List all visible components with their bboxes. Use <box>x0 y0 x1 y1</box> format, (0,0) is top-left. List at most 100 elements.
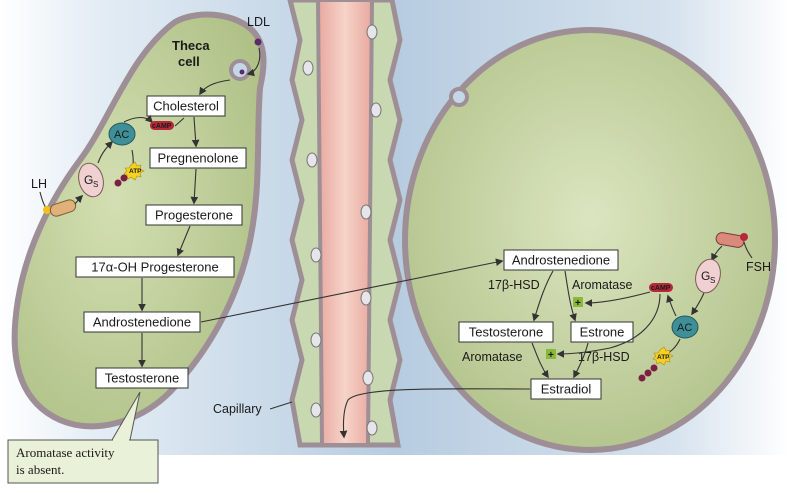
step-cholesterol: Cholesterol <box>146 95 226 117</box>
adenylyl-cyclase-granulosa <box>671 315 699 339</box>
endothelial-nucleus <box>360 290 372 306</box>
camp-to-aromatase-2 <box>556 293 661 358</box>
endothelial-nucleus <box>310 332 322 348</box>
arrow-estrone-estradiol <box>573 342 589 379</box>
ldl-to-cholesterol-arrow <box>199 79 231 96</box>
ldl-arrow <box>246 47 261 77</box>
capillary-lumen <box>315 0 375 447</box>
svg-text:Testosterone: Testosterone <box>105 370 179 385</box>
enzyme-aromatase-2: Aromatase <box>462 350 522 364</box>
ac-to-camp-arrow-granulosa <box>666 294 677 317</box>
androstenedione-transfer-arrow <box>200 258 504 323</box>
estradiol-to-capillary-arrow <box>339 388 531 439</box>
gs-to-ac-arrow-granulosa <box>691 292 705 316</box>
gs-label-theca: G <box>84 173 93 187</box>
ac-to-camp-arrow-theca <box>123 114 154 124</box>
enzyme-17b-hsd-2: 17β-HSD <box>578 350 630 364</box>
gs-subscript-theca: S <box>93 180 98 189</box>
ac-label-theca: AC <box>114 129 129 141</box>
camp-label-granulosa: cAMP <box>651 285 671 292</box>
ldl-receptor-pit <box>229 59 251 81</box>
ldl-label: LDL <box>247 15 270 29</box>
endothelial-nucleus <box>310 247 322 263</box>
enzyme-17b-hsd-1: 17β-HSD <box>488 278 540 292</box>
ldl-particle <box>254 38 262 46</box>
plus-badge-1 <box>573 297 583 307</box>
step-17a-oh-progesterone: 17α-OH Progesterone <box>75 256 235 278</box>
lhr-to-gs-arrow <box>74 194 84 205</box>
gs-protein-theca <box>78 162 104 198</box>
arrow-pregnenolone-progesterone <box>190 168 199 205</box>
endothelial-nucleus <box>370 102 382 118</box>
step-androstenedione-theca: Androstenedione <box>83 311 201 333</box>
arrow-progesterone-17oh <box>176 225 191 257</box>
camp-badge-theca <box>150 121 174 130</box>
step-progesterone: Progesterone <box>145 204 243 226</box>
atp-molecule-granulosa: ATP <box>638 346 674 382</box>
fsh-pointer <box>743 241 753 259</box>
granulosa-membrane-pit <box>449 87 469 107</box>
ac-label-granulosa: AC <box>677 322 692 334</box>
svg-text:Androstenedione: Androstenedione <box>93 314 191 329</box>
callout-line2: is absent. <box>16 462 64 477</box>
aromatase-callout: Aromatase activity is absent. <box>7 391 159 484</box>
endothelial-nucleus <box>310 402 322 418</box>
atp-molecule-theca: ATP <box>114 161 145 187</box>
enzyme-aromatase-1: Aromatase <box>572 278 632 292</box>
endothelial-nucleus <box>302 60 314 76</box>
step-testosterone-theca: Testosterone <box>95 367 189 389</box>
svg-text:Androstenedione: Androstenedione <box>512 252 610 267</box>
plus-label-1: + <box>575 298 581 309</box>
atp-label-theca: ATP <box>129 168 142 175</box>
step-estradiol: Estradiol <box>530 378 602 400</box>
svg-text:Cholesterol: Cholesterol <box>153 98 219 113</box>
svg-text:Progesterone: Progesterone <box>155 207 233 222</box>
capillary-pointer <box>269 401 293 410</box>
arrow-androstenedione-estrone <box>564 270 577 322</box>
gs-protein-granulosa <box>695 258 721 294</box>
capillary-label: Capillary <box>213 402 262 416</box>
fshr-to-gs-arrow <box>711 245 723 262</box>
capillary <box>287 0 403 448</box>
svg-text:Testosterone: Testosterone <box>469 324 543 339</box>
svg-text:Estrone: Estrone <box>580 324 625 339</box>
gs-to-ac-arrow-theca <box>97 140 114 164</box>
callout-line1: Aromatase activity <box>16 445 115 460</box>
svg-text:17α-OH Progesterone: 17α-OH Progesterone <box>91 259 218 274</box>
fsh-ligand <box>740 233 748 241</box>
svg-text:Estradiol: Estradiol <box>541 381 592 396</box>
theca-title-line2: cell <box>178 54 200 69</box>
step-androstenedione-granulosa: Androstenedione <box>503 249 619 271</box>
gs-subscript-granulosa: S <box>710 276 715 285</box>
adenylyl-cyclase-theca <box>108 122 136 146</box>
theca-cell <box>11 11 267 430</box>
endothelial-nucleus <box>366 24 378 40</box>
camp-to-pathway-theca <box>174 117 185 127</box>
endothelial-nucleus <box>360 204 372 220</box>
camp-badge-granulosa <box>649 283 673 292</box>
fsh-label: FSH <box>746 260 771 274</box>
plus-badge-2 <box>546 349 556 359</box>
camp-label-theca: cAMP <box>152 123 172 130</box>
endothelial-nucleus <box>366 420 378 436</box>
svg-text:Pregnenolone: Pregnenolone <box>158 150 239 165</box>
ldl-bound-particle <box>239 69 245 75</box>
granulosa-cell <box>402 27 778 453</box>
endothelial-nucleus <box>362 370 374 386</box>
camp-to-aromatase-1 <box>584 291 651 307</box>
arrow-androstenedione-testosterone-gc <box>532 270 554 322</box>
step-testosterone-granulosa: Testosterone <box>458 321 554 343</box>
step-pregnenolone: Pregnenolone <box>149 147 247 169</box>
arrow-testosterone-estradiol <box>531 342 549 379</box>
lh-ligand <box>43 206 51 214</box>
arrow-cholesterol-pregnenolone <box>191 116 200 148</box>
gs-label-granulosa: G <box>701 269 710 283</box>
lh-label: LH <box>31 177 47 191</box>
endothelial-nucleus <box>306 152 318 168</box>
step-estrone: Estrone <box>570 321 634 343</box>
theca-title-line1: Theca <box>172 38 210 53</box>
plus-label-2: + <box>548 350 554 361</box>
atp-label-granulosa: ATP <box>657 354 670 361</box>
